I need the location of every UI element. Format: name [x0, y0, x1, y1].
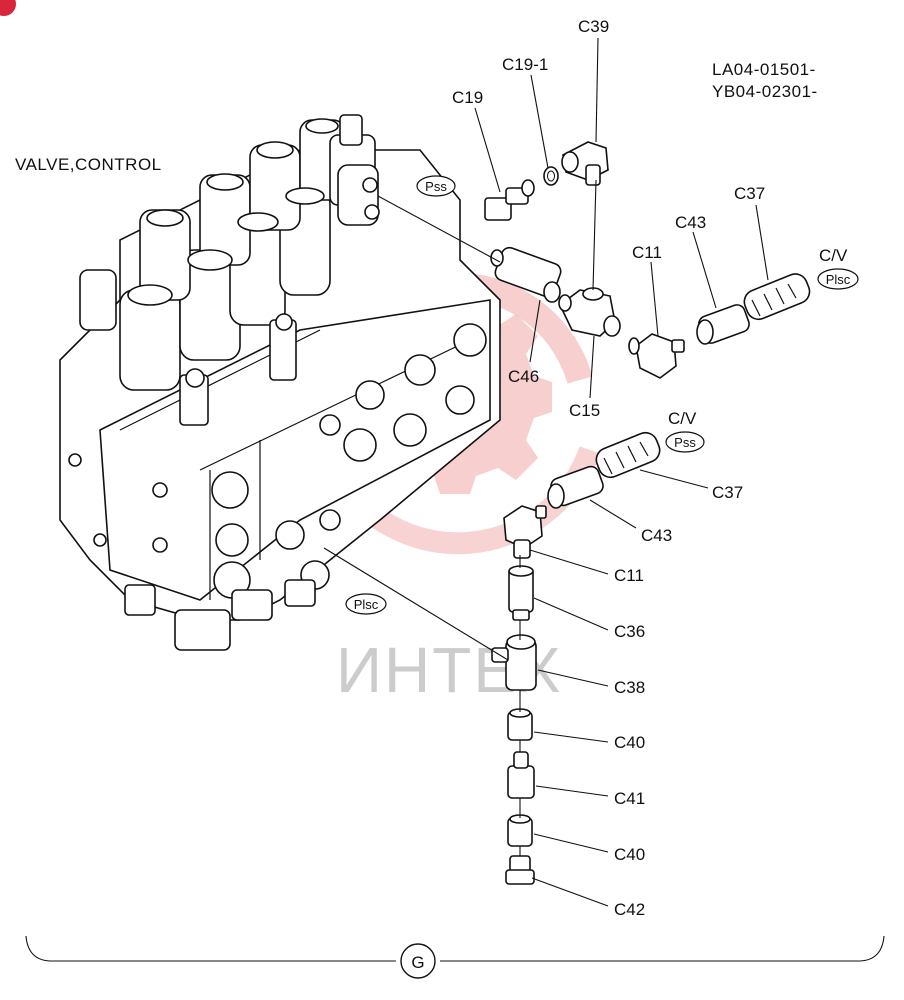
part-c19-adapter [484, 179, 535, 221]
label-c19-1: C19-1 [502, 55, 548, 74]
serial-range-1: LA04-01501- [712, 60, 816, 79]
corner-badge-icon [0, 0, 16, 16]
part-c40-b-nipple [507, 814, 533, 847]
part-c15-tee [558, 287, 621, 337]
part-c11-mid-elbow [503, 505, 547, 559]
svg-text:Plsc: Plsc [354, 597, 379, 612]
part-c37-top-hose [743, 273, 811, 321]
leader-lines [323, 37, 769, 907]
label-c11-top: C11 [632, 243, 662, 262]
group-bracket [25, 935, 885, 962]
part-c36-adapter [508, 565, 534, 621]
control-valve-body [59, 114, 501, 651]
label-c40-a: C40 [614, 733, 645, 752]
label-c11-mid: C11 [614, 566, 644, 585]
check-valve-label-mid: C/V [668, 409, 697, 428]
check-valve-label-top: C/V [819, 246, 848, 265]
part-c41-adapter [507, 751, 535, 799]
port-plsc-top: Plsc [817, 268, 859, 290]
label-c43-mid: C43 [641, 526, 672, 545]
port-pss-mid: Pss [665, 431, 705, 453]
label-c39: C39 [578, 17, 609, 36]
svg-text:G: G [411, 953, 424, 972]
label-c19: C19 [452, 88, 483, 107]
part-c43-top-coupler [696, 304, 750, 345]
label-c37-top: C37 [734, 184, 765, 203]
port-plsc-left: Plsc [345, 593, 387, 615]
label-c40-b: C40 [614, 845, 645, 864]
part-c43-mid-coupler [547, 465, 604, 509]
part-c19-1-oring [543, 166, 559, 186]
port-pss-top: Pss [416, 175, 456, 197]
label-c46: C46 [508, 367, 539, 386]
part-c38-tee [491, 634, 537, 691]
part-c39-elbow [561, 141, 609, 186]
serial-range-2: YB04-02301- [712, 82, 818, 101]
part-c42-plug [505, 855, 535, 885]
part-c40-a-nipple [507, 708, 533, 741]
group-marker: G [400, 943, 436, 979]
part-c11-elbow-top [628, 333, 685, 379]
svg-text:Pss: Pss [674, 435, 696, 450]
svg-text:Plsc: Plsc [826, 272, 851, 287]
label-c38: C38 [614, 678, 645, 697]
label-c37-mid: C37 [712, 483, 743, 502]
label-c15: C15 [569, 401, 600, 420]
label-c36: C36 [614, 622, 645, 641]
part-c37-mid-hose [595, 431, 661, 479]
svg-text:Pss: Pss [425, 179, 447, 194]
label-c43-top: C43 [675, 213, 706, 232]
label-c41: C41 [614, 789, 645, 808]
label-c42: C42 [614, 900, 645, 919]
diagram-title: VALVE,CONTROL [15, 155, 162, 174]
